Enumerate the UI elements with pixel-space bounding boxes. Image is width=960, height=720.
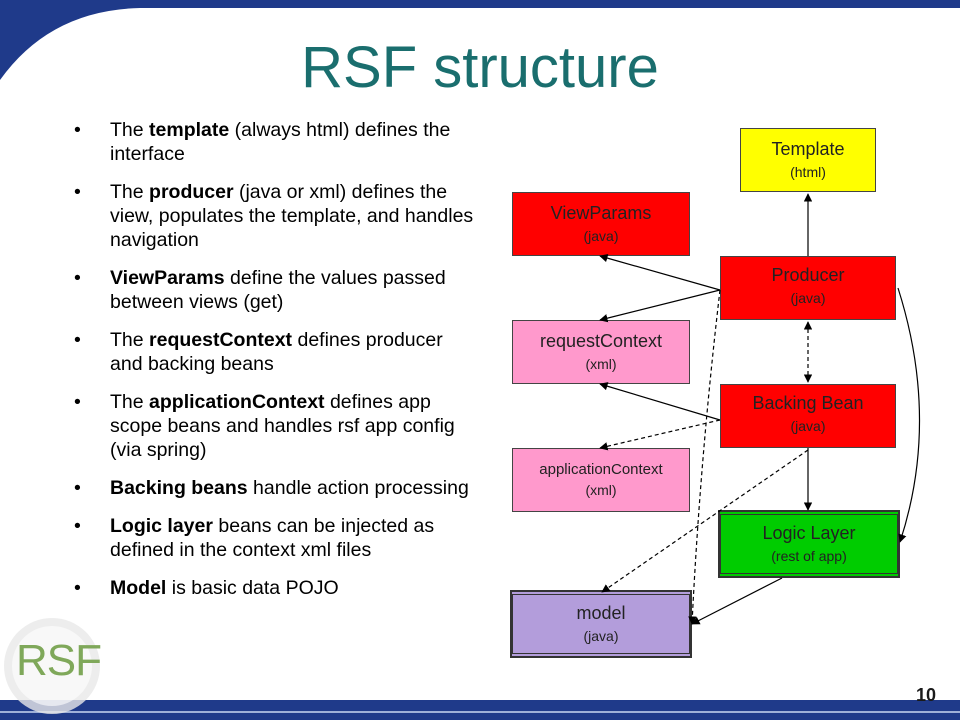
bullet-bold: Backing beans	[110, 477, 248, 499]
applicationcontext-sub: (xml)	[585, 482, 617, 498]
bullet-text: (always html) defines the interface	[110, 119, 451, 165]
backingbean-sub: (java)	[790, 418, 826, 434]
slide-title: RSF structure	[301, 35, 659, 100]
model-sub: (java)	[583, 628, 619, 644]
template-title: Template	[771, 139, 845, 159]
requestcontext-box: requestContext (xml)	[512, 320, 690, 384]
bullet-bold: Logic layer	[110, 515, 213, 537]
bullet-dot: •	[74, 329, 81, 351]
viewparams-sub: (java)	[583, 228, 619, 244]
model-inner: model (java)	[512, 594, 690, 654]
logiclayer-sub: (rest of app)	[771, 548, 847, 564]
bullet-item: • Model is basic data POJO	[74, 576, 474, 600]
producer-title: Producer	[771, 265, 845, 285]
model-box: model (java)	[510, 590, 692, 658]
bullet-text: beans can be injected as defined in the …	[110, 515, 435, 561]
bullet-text: is basic data POJO	[166, 577, 339, 599]
logiclayer-inner: Logic Layer (rest of app)	[720, 514, 898, 574]
producer-box: Producer (java)	[720, 256, 896, 320]
bullet-bold: producer	[149, 181, 234, 203]
bullet-text: defines producer and backing beans	[110, 329, 443, 375]
model-title: model	[576, 603, 626, 623]
template-box: Template (html)	[740, 128, 876, 192]
bullet-bold: requestContext	[149, 329, 293, 351]
bullet-bold: applicationContext	[149, 391, 325, 413]
producer-sub: (java)	[790, 290, 826, 306]
bullet-dot: •	[74, 119, 81, 141]
bullet-dot: •	[74, 267, 81, 289]
template-sub: (html)	[790, 164, 826, 180]
bullet-dot: •	[74, 577, 81, 599]
bullet-text: defines app scope beans and handles rsf …	[110, 391, 455, 461]
viewparams-title: ViewParams	[550, 203, 652, 223]
bullet-item: • The requestContext defines producer and…	[74, 328, 474, 376]
backingbean-box: Backing Bean (java)	[720, 384, 896, 448]
logiclayer-box: Logic Layer (rest of app)	[718, 510, 900, 578]
applicationcontext-title: applicationContext	[539, 461, 663, 478]
bullet-text: The	[110, 329, 150, 351]
backingbean-title: Backing Bean	[752, 393, 864, 413]
bullet-dot: •	[74, 515, 81, 537]
rsf-logo	[4, 618, 100, 714]
logiclayer-title: Logic Layer	[762, 523, 856, 543]
bullet-dot: •	[74, 477, 81, 499]
applicationcontext-box: applicationContext (xml)	[512, 448, 690, 512]
bullet-item: • Backing beans handle action processing	[74, 476, 474, 500]
requestcontext-title: requestContext	[539, 331, 663, 351]
bullet-item: • The producer (java or xml) defines the …	[74, 180, 474, 252]
bullet-dot: •	[74, 181, 81, 203]
bullet-text: The	[110, 181, 150, 203]
bullet-bold: Model	[110, 577, 167, 599]
bullet-text: The	[110, 119, 150, 141]
bullet-dot: •	[74, 391, 81, 413]
bullet-item: • The applicationContext defines app scop…	[74, 390, 474, 462]
bullet-text: define the values passed between views (…	[110, 267, 446, 313]
requestcontext-sub: (xml)	[585, 356, 617, 372]
bullet-text: (java or xml) defines the view, populate…	[110, 181, 474, 251]
bullet-text: handle action processing	[247, 477, 469, 499]
bullet-item: • Logic layer beans can be injected as de…	[74, 514, 474, 562]
bullet-list: • The template (always html) defines the …	[74, 118, 474, 614]
bullet-bold: ViewParams	[110, 267, 225, 289]
page-number: 10	[915, 685, 936, 705]
rsf-logo-text: RSF	[16, 636, 102, 685]
bullet-text: The	[110, 391, 150, 413]
bullet-item: • The template (always html) defines the …	[74, 118, 474, 166]
bullet-bold: template	[149, 119, 230, 141]
viewparams-box: ViewParams (java)	[512, 192, 690, 256]
bullet-item: • ViewParams define the values passed bet…	[74, 266, 474, 314]
